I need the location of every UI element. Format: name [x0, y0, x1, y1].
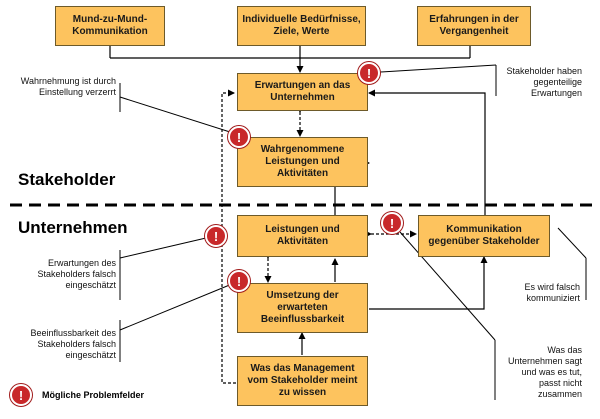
- note-wahrnehmung: Wahrnehmung ist durch Einstellung verzer…: [20, 76, 116, 97]
- box-umsetzung: Umsetzung der erwarteten Beeinflussbarke…: [237, 283, 368, 333]
- box-erwartungen: Erwartungen an das Unternehmen: [237, 73, 368, 111]
- section-unternehmen: Unternehmen: [18, 218, 128, 237]
- warning-icon: !: [381, 212, 403, 234]
- box-kommunikation: Kommunikation gegenüber Stakeholder: [418, 215, 550, 257]
- warning-icon: !: [228, 126, 250, 148]
- box-wahrgenommene: Wahrgenommene Leistungen und Aktivitäten: [237, 137, 368, 187]
- note-falsch-kommuniziert: Es wird falsch kommuniziert: [524, 282, 580, 303]
- legend-label: Mögliche Problemfelder: [42, 390, 145, 400]
- warning-icon: !: [205, 225, 227, 247]
- box-mund-zu-mund: Mund-zu-Mund-Kommunikation: [55, 6, 165, 46]
- warning-icon: !: [228, 270, 250, 292]
- box-erfahrungen: Erfahrungen in der Vergangenheit: [417, 6, 531, 46]
- note-sagt-tut: Was das Unternehmen sagt und was es tut,…: [507, 345, 582, 399]
- note-gegenteilig: Stakeholder haben gegenteilige Erwartung…: [506, 66, 582, 98]
- note-beeinflussbarkeit: Beeinflussbarkeit des Stakeholders falsc…: [30, 328, 116, 360]
- box-beduerfnisse: Individuelle Bedürfnisse, Ziele, Werte: [237, 6, 366, 46]
- warning-icon: !: [358, 62, 380, 84]
- legend-warning-icon: !: [10, 384, 32, 406]
- box-leistungen: Leistungen und Aktivitäten: [237, 215, 368, 257]
- note-falsch-eingeschaetzt: Erwartungen des Stakeholders falsch eing…: [37, 258, 116, 290]
- box-management: Was das Management vom Stakeholder meint…: [237, 356, 368, 406]
- section-stakeholder: Stakeholder: [18, 170, 116, 189]
